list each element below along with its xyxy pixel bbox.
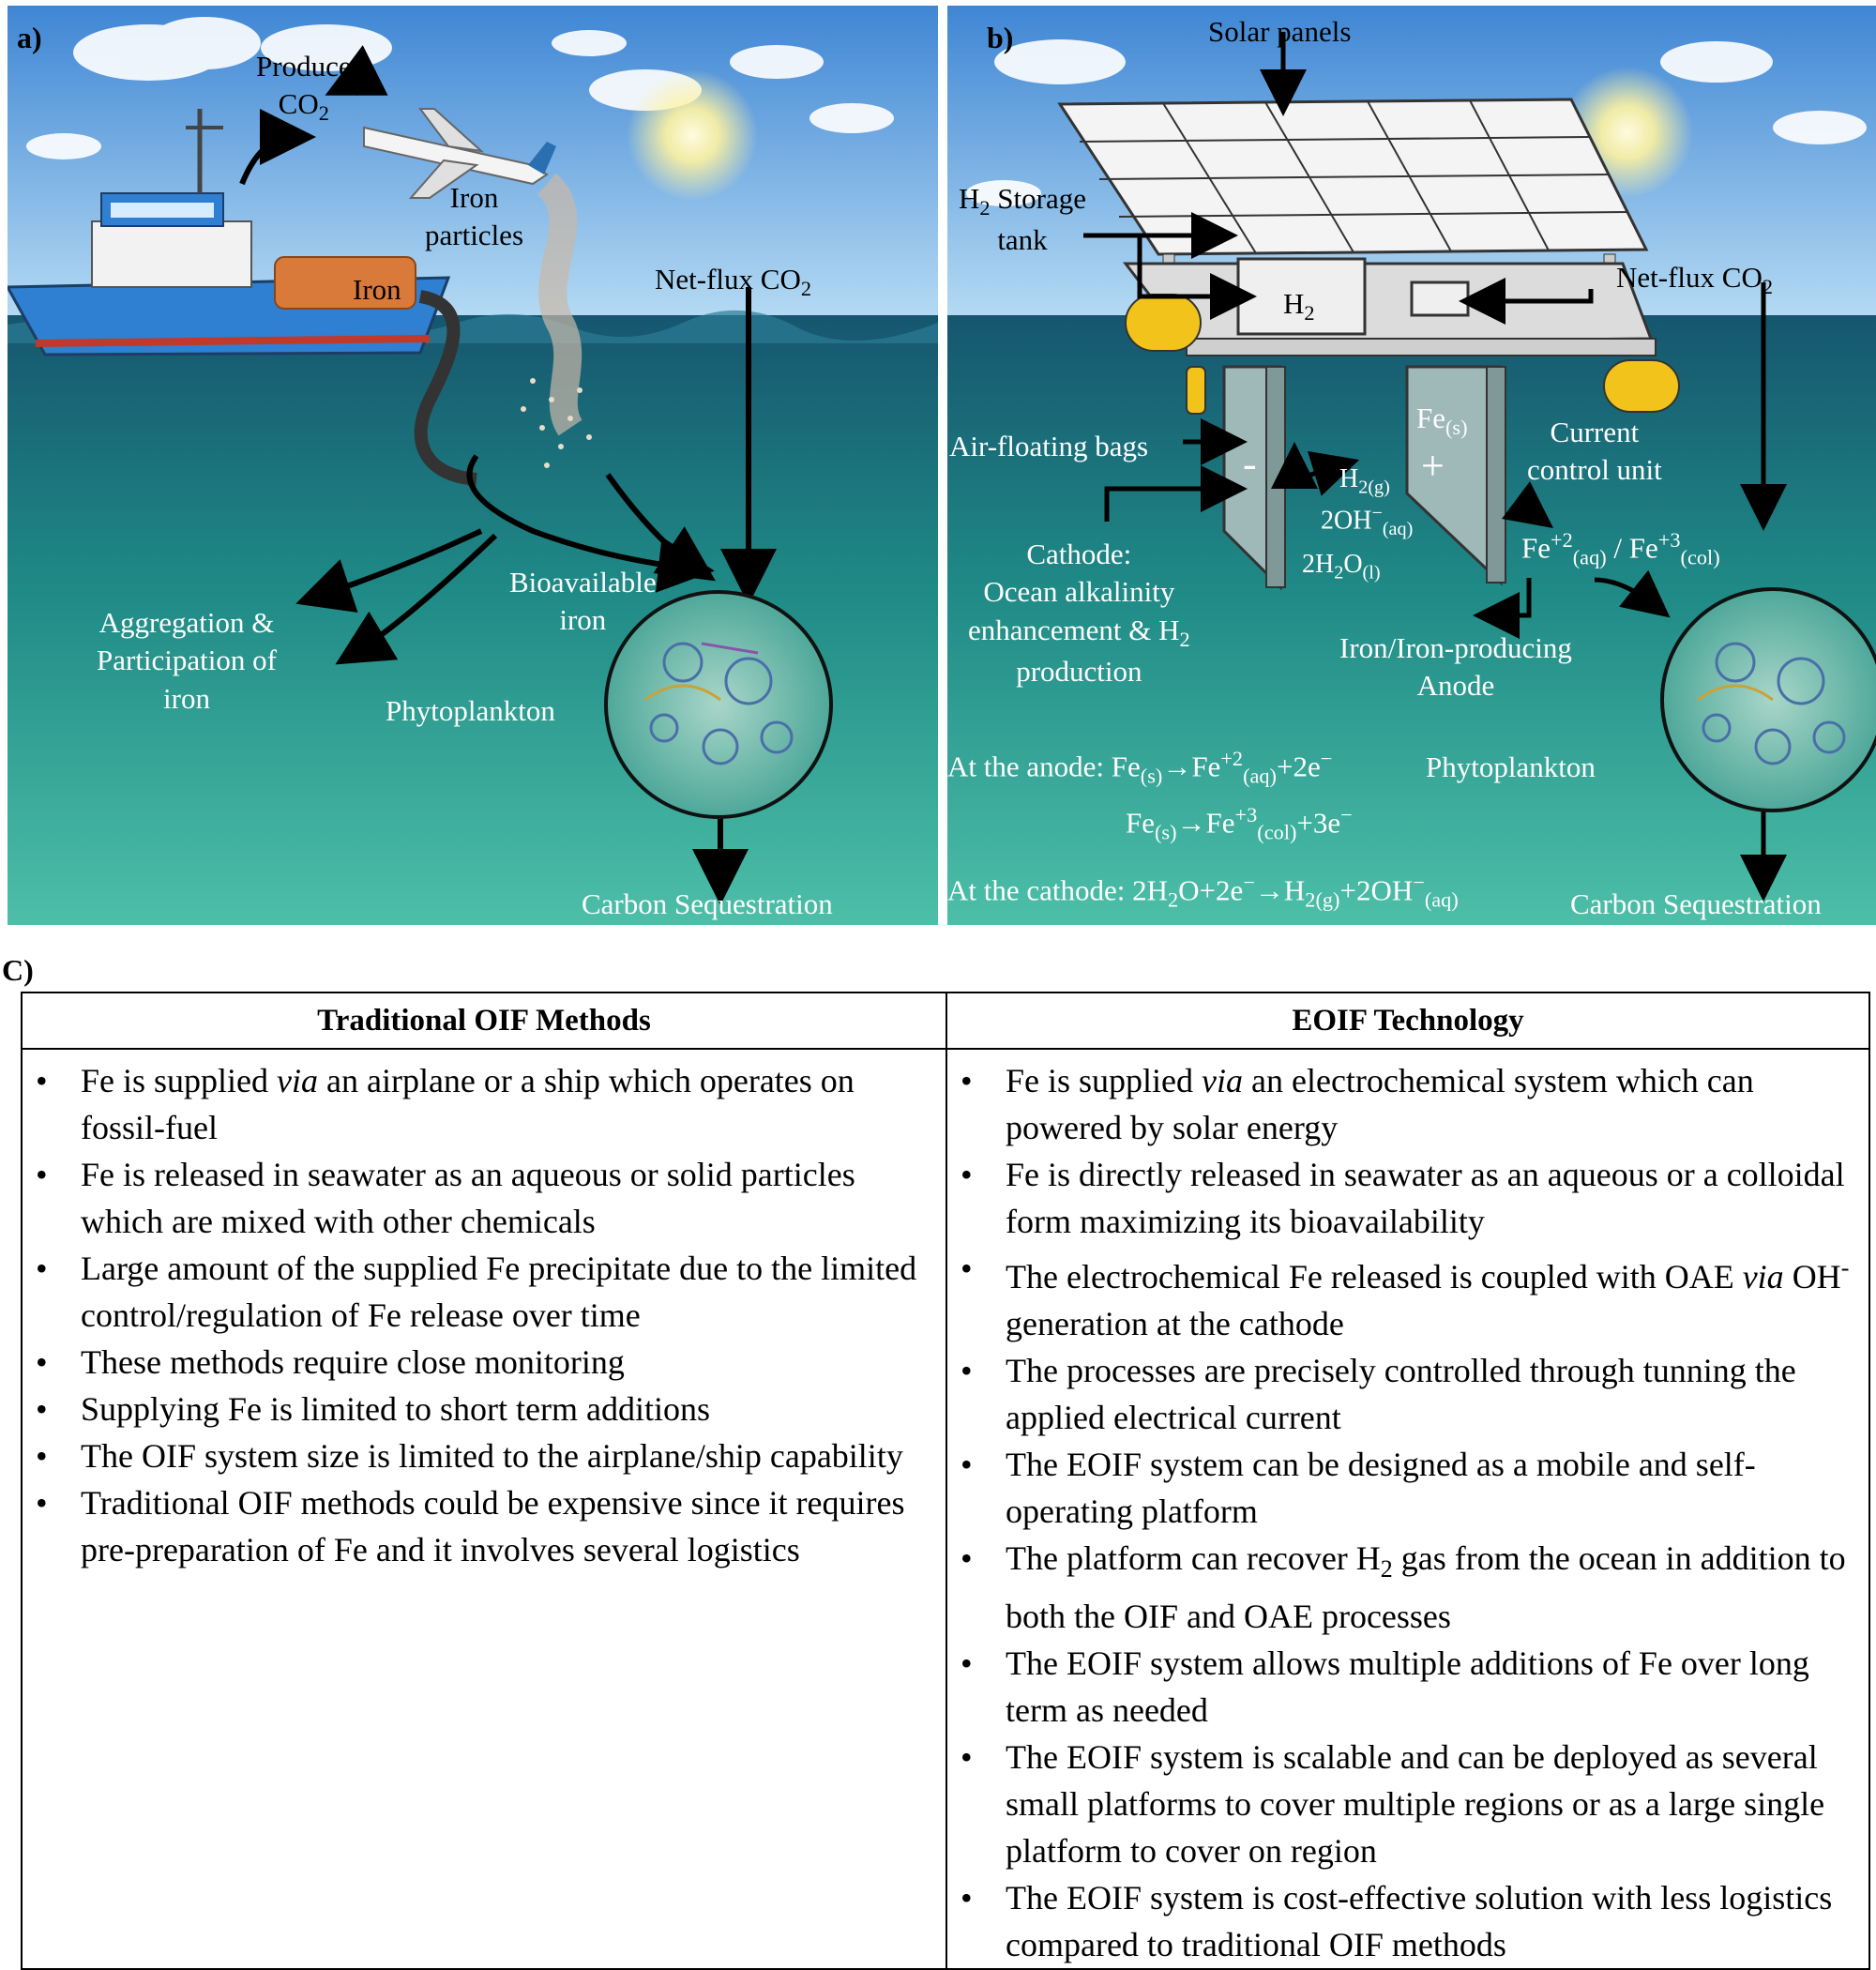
phytoplankton-cells: [1697, 642, 1846, 765]
label-netflux-co2: Net-flux CO2: [1616, 261, 1773, 299]
clouds: [26, 17, 894, 159]
list-item: The EOIF system is cost-effective soluti…: [961, 1874, 1863, 1968]
phytoplankton-circle: [604, 590, 833, 819]
flow-arrows: [239, 45, 777, 905]
phytoplankton-circle: [1660, 587, 1876, 812]
list-item: Large amount of the supplied Fe precipit…: [36, 1245, 940, 1339]
label-carbon-sequestration: Carbon Sequestration: [1570, 887, 1822, 920]
table-header-row: Traditional OIF Methods EOIF Technology: [21, 992, 1870, 1050]
equation-anode-2: Fe(s)→Fe+3(col)+3e−: [1126, 803, 1353, 844]
list-item: Supplying Fe is limited to short term ad…: [36, 1386, 940, 1432]
section-c-letter: C): [2, 953, 34, 987]
list-item: Fe is directly released in seawater as a…: [961, 1151, 1863, 1245]
list-item: Fe is supplied via an electrochemical sy…: [961, 1057, 1863, 1151]
label-hydroxide: 2OH−(aq): [1321, 503, 1414, 539]
label-water: 2H2O(l): [1302, 550, 1381, 583]
traditional-oif-list: Fe is supplied via an airplane or a ship…: [23, 1057, 940, 1573]
panel-b-letter: b): [987, 21, 1014, 54]
eoif-list: Fe is supplied via an electrochemical sy…: [947, 1057, 1863, 1968]
label-phytoplankton: Phytoplankton: [386, 694, 555, 727]
list-item: The EOIF system can be designed as a mob…: [961, 1441, 1863, 1535]
list-item: The electrochemical Fe released is coupl…: [961, 1245, 1863, 1347]
label-solar-panels: Solar panels: [1208, 15, 1352, 48]
label-fe-solid: Fe(s): [1416, 402, 1468, 440]
label-fe-ions: Fe+2(aq) / Fe+3(col): [1521, 528, 1720, 569]
list-item: Fe is supplied via an airplane or a ship…: [36, 1057, 940, 1151]
list-item: The EOIF system is scalable and can be d…: [961, 1734, 1863, 1874]
list-item: Traditional OIF methods could be expensi…: [36, 1479, 940, 1573]
label-iron-tank: Iron: [353, 273, 401, 306]
flow-arrows: [1083, 32, 1787, 902]
iron-tank: [274, 256, 416, 310]
sun: [627, 69, 758, 201]
table-body-row: Fe is supplied via an airplane or a ship…: [21, 1047, 1870, 1970]
hose: [414, 290, 477, 486]
float-bag-right: [1603, 359, 1680, 413]
traditional-oif-cell: Fe is supplied via an airplane or a ship…: [21, 1047, 947, 1970]
h2-tank-box: [1236, 257, 1367, 336]
ship: [8, 109, 451, 356]
eoif-cell: Fe is supplied via an electrochemical sy…: [946, 1047, 1870, 1970]
list-item: The OIF system size is limited to the ai…: [36, 1432, 940, 1479]
label-carbon-sequestration: Carbon Sequestration: [582, 887, 833, 920]
label-phytoplankton: Phytoplankton: [1426, 750, 1596, 783]
list-item: The processes are precisely controlled t…: [961, 1347, 1863, 1441]
comparison-table: Traditional OIF Methods EOIF Technology …: [21, 992, 1870, 1970]
header-traditional-oif: Traditional OIF Methods: [21, 992, 947, 1050]
panel-a-letter: a): [17, 21, 42, 54]
label-minus: -: [1243, 441, 1257, 487]
airplane: [363, 108, 556, 199]
list-item: The platform can recover H2 gas from the…: [961, 1535, 1863, 1640]
list-item: The EOIF system allows multiple addition…: [961, 1640, 1863, 1734]
clouds: [966, 39, 1867, 206]
list-item: Fe is released in seawater as an aqueous…: [36, 1151, 940, 1245]
platform: [1122, 253, 1680, 415]
current-control-box: [1410, 280, 1470, 317]
float-bag-left: [1125, 294, 1202, 352]
iron-particles: [521, 378, 592, 468]
label-netflux-co2: Net-flux CO2: [655, 263, 811, 301]
equation-cathode: At the cathode: 2H2O+2e−→H2(g)+2OH−(aq): [947, 871, 1459, 912]
list-item: These methods require close monitoring: [36, 1339, 940, 1386]
header-eoif-technology: EOIF Technology: [946, 992, 1870, 1050]
panel-b-illustration: [947, 6, 1876, 925]
particle-plume: [537, 173, 583, 436]
label-h2-box: H2: [1283, 287, 1315, 326]
solar-panel: [1057, 98, 1649, 256]
label-h2-gas: H2(g): [1339, 464, 1390, 498]
phytoplankton-cells: [644, 642, 794, 765]
equation-anode-1: At the anode: Fe(s)→Fe+2(aq)+2e−: [947, 747, 1333, 788]
label-plus: +: [1421, 443, 1445, 489]
panel-a-illustration: [8, 6, 938, 925]
label-air-floating-bags: Air-floating bags: [949, 430, 1149, 462]
